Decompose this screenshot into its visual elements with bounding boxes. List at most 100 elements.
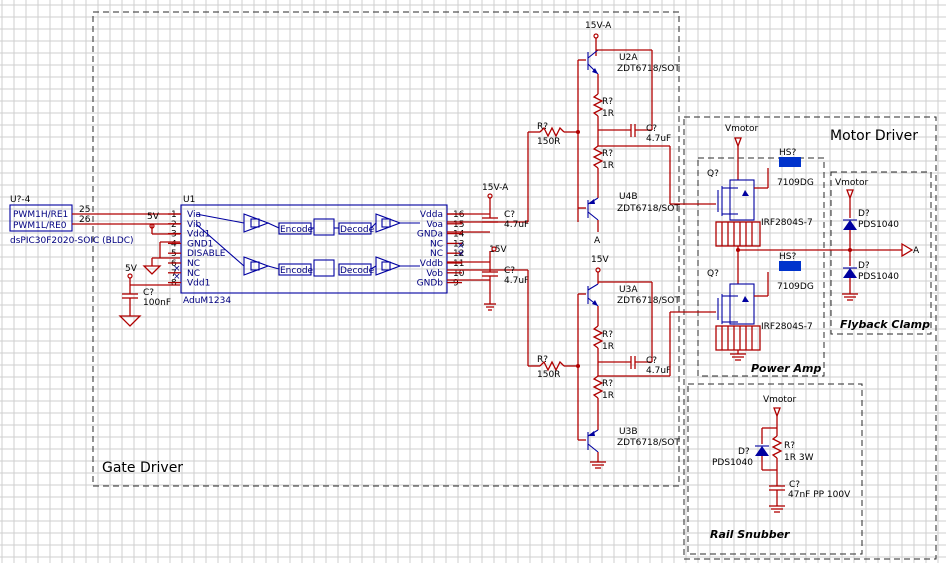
- isolator-pin-num-left-5: 5: [171, 249, 177, 259]
- diode-d1[interactable]: [843, 220, 857, 230]
- u3b-part: ZDT6718/SOT: [617, 438, 680, 448]
- r-u3b-val: 1R: [602, 391, 614, 401]
- isolator-pin-num-right-3: 14: [453, 230, 465, 240]
- isolator-pin-left-3: Vdd1: [187, 230, 210, 240]
- net-15v-a-top: 15V-A: [585, 21, 612, 31]
- ground-cap-in: [118, 315, 142, 327]
- mcu-part: dsPIC30F2020-SOIC (BLDC): [10, 236, 134, 246]
- u4b-part: ZDT6718/SOT: [617, 204, 680, 214]
- isolator-pin-num-right-2: 15: [453, 220, 464, 230]
- net-15v-b-top: 15V: [591, 255, 609, 265]
- power-port-15v-a-top: [593, 33, 599, 39]
- net-node-a: A: [594, 236, 601, 246]
- power-amp-label: Power Amp: [751, 362, 821, 375]
- cap-u2-val: 4.7uF: [646, 134, 671, 144]
- net-vmotor-3: Vmotor: [763, 395, 796, 405]
- cap-in-ref: C?: [143, 288, 154, 298]
- mcu-block[interactable]: [9, 204, 73, 232]
- isolator-pin-right-6: Vddb: [420, 259, 444, 269]
- isolator-pin-left-4: GND1: [187, 239, 213, 249]
- isolator-pin-num-left-4: 4: [171, 239, 177, 249]
- hs2-ref: HS?: [779, 252, 796, 262]
- cap-sn-ref: C?: [789, 480, 800, 490]
- isolator-pin-right-3: GNDa: [417, 230, 443, 240]
- cap-u3-ref: C?: [646, 356, 657, 366]
- isolator-pin-right-5: NC: [430, 249, 443, 259]
- isolator-pin-right-8: GNDb: [417, 279, 444, 289]
- motor-driver-label: Motor Driver: [830, 128, 918, 144]
- hs1-ref: HS?: [779, 148, 796, 158]
- isolator-pin-num-left-7: 7: [171, 269, 177, 279]
- r-u2a-ref: R?: [602, 97, 613, 107]
- decode-a-label: Decode: [340, 225, 375, 235]
- d2-part: PDS1040: [858, 272, 899, 282]
- diode-d2[interactable]: [843, 268, 857, 278]
- diode-d3[interactable]: [755, 446, 769, 456]
- isolator-pin-num-right-4: 13: [453, 239, 464, 249]
- buffer-b-in-mark: [250, 261, 260, 271]
- hs1-part: 7109DG: [777, 178, 814, 188]
- r-gate-a-ref: R?: [537, 122, 548, 132]
- motor-driver-box: [683, 116, 937, 560]
- decode-b-label: Decode: [340, 266, 375, 276]
- output-port-a[interactable]: [901, 242, 914, 258]
- isolator-pin-num-left-2: 2: [171, 220, 177, 230]
- q1-body[interactable]: [729, 179, 755, 221]
- isolator-pin-num-right-5: 12: [453, 249, 464, 259]
- nc-right-cross-1: ×: [457, 241, 465, 251]
- gate-driver-label: Gate Driver: [102, 460, 183, 476]
- buffer-a-in-mark: [250, 218, 260, 228]
- isolator-pin-num-left-8: 8: [171, 279, 177, 289]
- isolator-line-a-4: [370, 222, 377, 229]
- heatsink-2[interactable]: [779, 261, 801, 271]
- r-sn-ref: R?: [784, 441, 795, 451]
- u3a-arrow: [592, 300, 598, 306]
- resistor-snubber: [771, 435, 783, 459]
- cap-sn-val: 47nF PP 100V: [788, 490, 851, 500]
- isolator-pin-num-left-1: 1: [171, 210, 177, 220]
- d1-ref: D?: [858, 209, 870, 219]
- isolator-pin-num-right-1: 16: [453, 210, 465, 220]
- power-port-5v-a: [149, 223, 155, 229]
- r-u3b-ref: R?: [602, 379, 613, 389]
- mcu-num-b: 26: [79, 215, 91, 225]
- gate-driver-box: [92, 11, 680, 487]
- q2-part: IRF2804S-7: [761, 322, 813, 332]
- isolator-u1[interactable]: [180, 204, 448, 294]
- r-u3a-val: 1R: [602, 342, 614, 352]
- isolator-pin-right-7: Vob: [426, 269, 443, 279]
- rail-snubber-label: Rail Snubber: [710, 528, 790, 541]
- isolator-pin-right-1: Vdda: [420, 210, 443, 220]
- u4b-ref: U4B: [619, 192, 638, 202]
- power-amp-box: [697, 157, 825, 377]
- u4b-collector-leg: [587, 211, 599, 221]
- buffer-b-out-mark: [381, 261, 391, 271]
- r-u3a-ref: R?: [602, 330, 613, 340]
- q2-body[interactable]: [729, 283, 755, 325]
- d3-part: PDS1040: [712, 458, 753, 468]
- power-port-15v-b: [491, 246, 497, 252]
- transformer-a: [313, 218, 335, 236]
- r-u2a-val: 1R: [602, 109, 614, 119]
- net-15v-a: 15V-A: [482, 183, 509, 193]
- flyback-clamp-box: [830, 171, 932, 335]
- net-5v-a: 5V: [147, 212, 160, 222]
- cap-u2-ref: C?: [646, 124, 657, 134]
- u2a-collector-leg: [587, 49, 599, 59]
- isolator-line-b-4: [370, 265, 377, 270]
- power-arrow-vmotor-3: [773, 407, 781, 418]
- isolator-pin-left-6: NC: [187, 259, 200, 269]
- cap-b-val: 4.7uF: [504, 276, 529, 286]
- buffer-b-out: [375, 256, 402, 276]
- mcu-pin-b: PWM1L/RE0: [13, 221, 67, 231]
- heatsink-1[interactable]: [779, 157, 801, 167]
- resistor-u2a: [592, 93, 604, 117]
- nc-cross-2: ×: [173, 272, 181, 282]
- mcu-num-a: 25: [79, 205, 90, 215]
- d2-ref: D?: [858, 261, 870, 271]
- resistor-u3b: [592, 375, 604, 399]
- r-u2b-ref: R?: [602, 149, 613, 159]
